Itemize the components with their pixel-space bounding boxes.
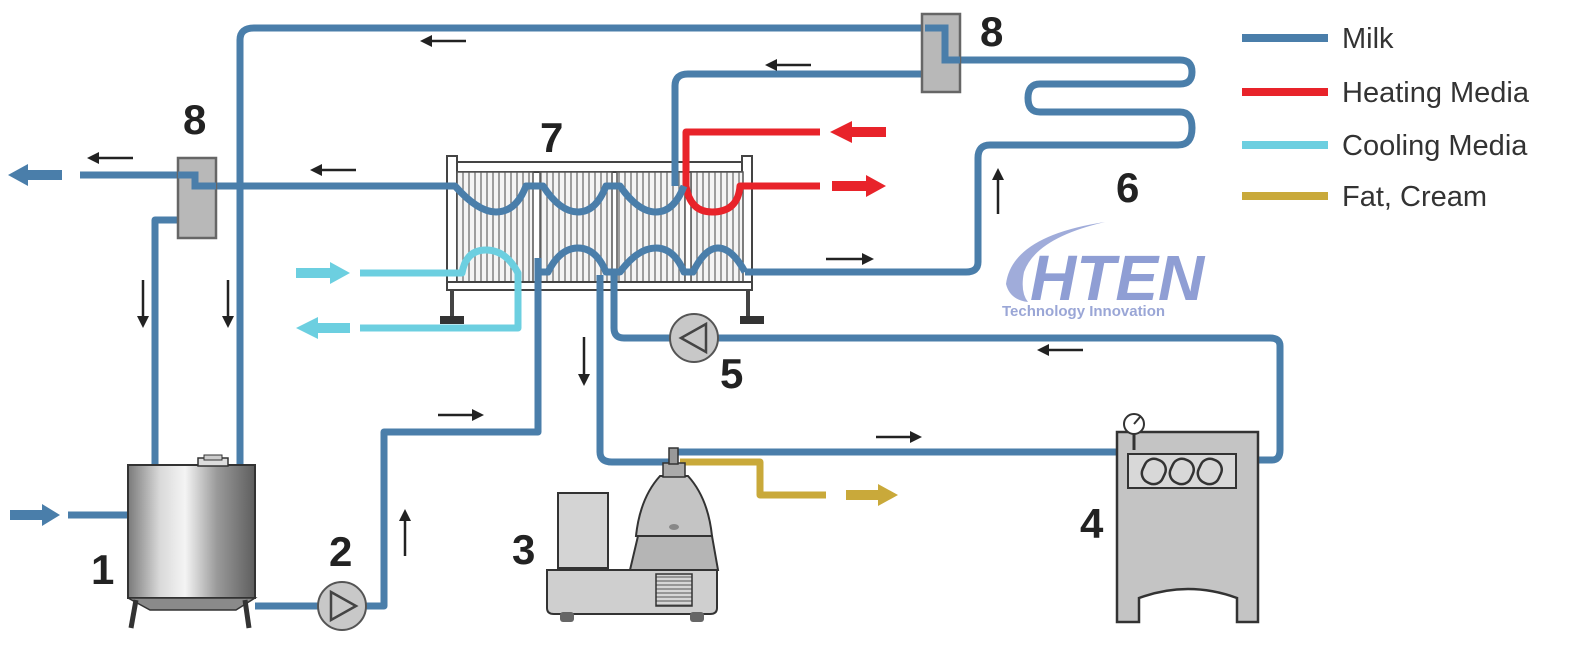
pressure-gauge-icon bbox=[1123, 413, 1145, 435]
milk-pipe-exchanger-top bbox=[195, 182, 688, 216]
cooling-media-pipe bbox=[360, 246, 522, 332]
label-pump-2: 2 bbox=[329, 528, 352, 575]
logo-brand-text: HTEN bbox=[1030, 242, 1206, 314]
milk-pipe-to-separator bbox=[596, 275, 672, 466]
label-valve-top: 8 bbox=[980, 8, 1003, 55]
homogenizer bbox=[1115, 430, 1260, 624]
cream-separator bbox=[546, 447, 720, 622]
brand-logo: HTEN Technology Innovation bbox=[1002, 222, 1206, 320]
cream-outlet-pipe bbox=[680, 458, 826, 499]
label-homogenizer: 4 bbox=[1080, 500, 1104, 547]
logo-tagline: Technology Innovation bbox=[1002, 303, 1165, 320]
label-heat-exchanger: 7 bbox=[540, 114, 563, 161]
milk-pipe-pump5 bbox=[610, 275, 1284, 464]
label-tank: 1 bbox=[91, 546, 114, 593]
milk-pipe-pump2 bbox=[255, 258, 542, 610]
label-pump-5: 5 bbox=[720, 350, 743, 397]
pump-icon bbox=[317, 581, 367, 631]
label-valve-left: 8 bbox=[183, 96, 206, 143]
heating-media-pipe bbox=[682, 128, 820, 216]
flow-arrow-icon bbox=[8, 121, 898, 526]
divert-valve-left bbox=[176, 156, 218, 240]
label-holding-tube: 6 bbox=[1116, 164, 1139, 211]
milk-return-pipe-top bbox=[236, 24, 925, 465]
legend: Milk Heating Media Cooling Media Fat, Cr… bbox=[1242, 23, 1530, 213]
legend-label-cooling: Cooling Media bbox=[1342, 130, 1528, 162]
holding-tube-pipe bbox=[745, 56, 1196, 276]
milk-pipe-to-valve-top bbox=[671, 70, 925, 186]
pump-icon bbox=[669, 313, 719, 363]
milk-return-pipe-left bbox=[151, 216, 180, 465]
label-separator: 3 bbox=[512, 526, 535, 573]
legend-label-fat: Fat, Cream bbox=[1342, 181, 1487, 213]
milk-pipe-exchanger-bottom bbox=[538, 244, 749, 276]
legend-label-heating: Heating Media bbox=[1342, 77, 1530, 109]
legend-label-milk: Milk bbox=[1342, 23, 1394, 55]
balance-tank bbox=[127, 454, 258, 629]
flow-arrow-icon bbox=[87, 35, 1083, 556]
